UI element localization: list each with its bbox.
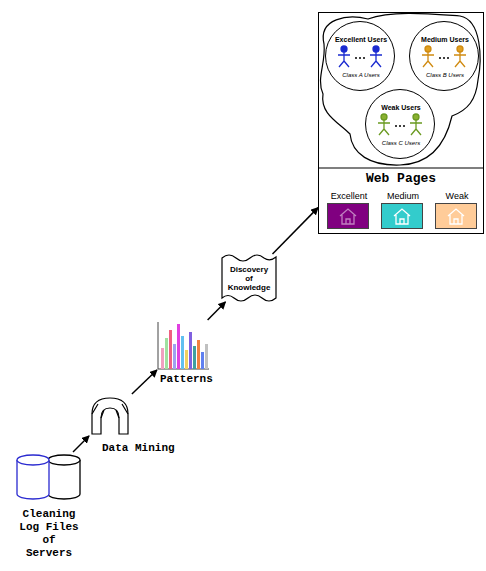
house-icon <box>436 204 476 228</box>
database-node: Cleaning Log Files of Servers <box>15 452 83 500</box>
patterns-chart <box>158 322 209 369</box>
node-label: Excellent <box>320 191 378 201</box>
user-class-circle: Weak UsersClass C Users <box>365 89 435 159</box>
node-label: Medium <box>374 191 432 201</box>
node-label: Patterns <box>160 373 213 385</box>
result-panel: Web PagesExcellent UsersClass A UsersMed… <box>318 12 484 234</box>
web-page-icon: Excellent <box>327 203 369 229</box>
knowledge-scroll: Discovery of Knowledge <box>222 254 276 302</box>
flow-arrow <box>208 302 226 320</box>
node-label: Weak Users <box>370 104 432 111</box>
node-label: Class B Users <box>418 72 472 78</box>
data-mining-icon <box>92 398 128 434</box>
user-class-circle: Excellent UsersClass A Users <box>325 21 395 91</box>
database-cylinders <box>17 455 80 499</box>
web-page-icon: Medium <box>381 203 423 229</box>
user-cloud <box>318 13 484 168</box>
user-class-circle: Medium UsersClass B Users <box>409 21 479 91</box>
web-page-icon: Weak <box>435 203 477 229</box>
house-icon <box>382 204 422 228</box>
house-icon <box>328 204 368 228</box>
node-label: Data Mining <box>102 442 175 454</box>
node-label: Excellent Users <box>330 36 392 43</box>
flow-arrow <box>132 370 157 394</box>
flow-arrow <box>273 208 319 254</box>
node-label: Class A Users <box>334 72 388 78</box>
flow-arrow <box>73 436 89 452</box>
patterns-node: Patterns <box>156 320 210 370</box>
mining-node: Data Mining <box>88 394 132 436</box>
node-label: Web Pages <box>319 171 483 186</box>
node-label: Discovery of Knowledge <box>226 265 272 292</box>
node-label: Cleaning Log Files of Servers <box>18 508 80 560</box>
node-label: Weak <box>428 191 486 201</box>
node-label: Class C Users <box>374 140 428 146</box>
scroll-shape <box>222 255 276 301</box>
node-label: Medium Users <box>414 36 476 43</box>
